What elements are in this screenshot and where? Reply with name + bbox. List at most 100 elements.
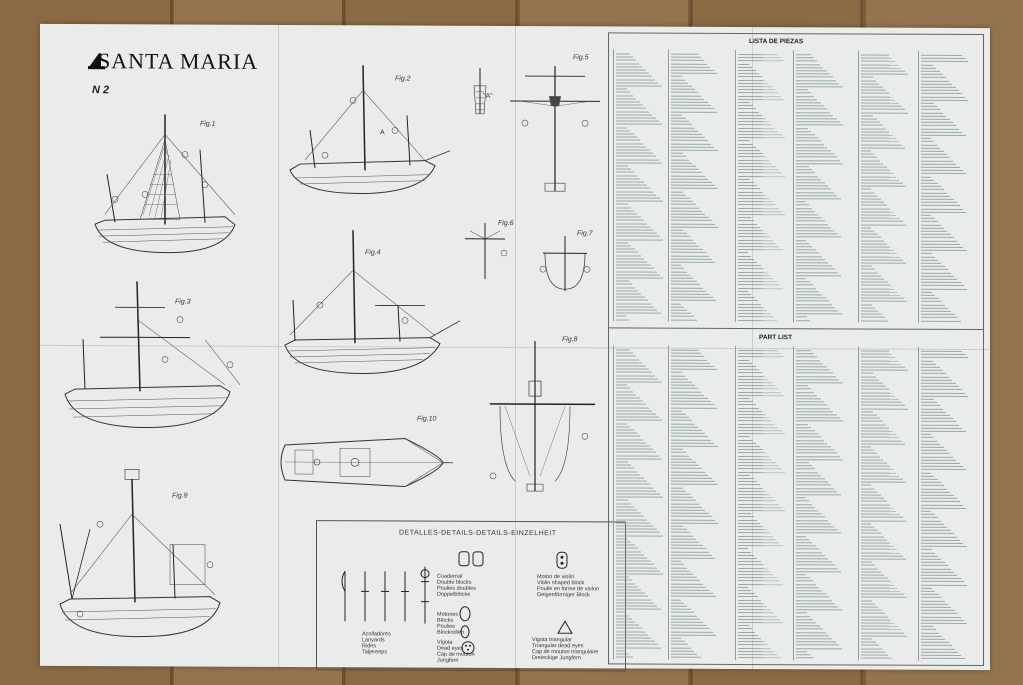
table-text-line <box>921 109 940 111</box>
lista-de-piezas-table <box>613 49 979 323</box>
table-text-line <box>738 236 770 238</box>
table-text-line <box>921 285 964 287</box>
table-text-line <box>616 381 662 383</box>
table-text-line <box>616 557 647 559</box>
table-text-line <box>861 424 886 426</box>
table-text-line <box>861 147 905 149</box>
table-text-line <box>616 627 642 629</box>
table-text-line <box>738 319 777 321</box>
table-text-line <box>796 571 841 573</box>
table-text-line <box>921 462 960 464</box>
table-text-line <box>921 153 947 156</box>
table-text-line <box>671 188 718 190</box>
table-text-line <box>921 230 947 232</box>
table-text-line <box>796 430 815 432</box>
table-text-line <box>796 356 817 358</box>
table-text-line <box>616 618 632 620</box>
table-text-line <box>861 198 881 200</box>
table-text-line <box>861 603 875 605</box>
table-text-line <box>796 191 834 193</box>
table-text-line <box>738 277 773 280</box>
table-text-line <box>796 182 825 184</box>
table-text-line <box>861 507 893 509</box>
table-text-line <box>921 600 945 602</box>
table-text-line <box>671 258 712 260</box>
table-text-line <box>738 497 773 499</box>
table-text-line <box>738 477 754 480</box>
caption-line: Doppelblöcke <box>437 591 471 598</box>
table-text-line <box>616 477 644 479</box>
table-text-line <box>921 304 945 306</box>
table-text-line <box>796 609 842 611</box>
table-text-line <box>861 472 896 474</box>
table-text-line <box>671 653 697 655</box>
table-text-line <box>738 165 776 168</box>
table-text-line <box>671 236 690 238</box>
table-text-line <box>616 213 637 215</box>
table-text-line <box>921 433 931 436</box>
table-text-line <box>616 66 642 68</box>
table-text-line <box>796 63 820 65</box>
table-text-line <box>671 650 694 652</box>
table-text-line <box>738 60 784 62</box>
table-text-line <box>738 303 761 305</box>
table-text-line <box>671 271 687 273</box>
table-text-line <box>796 449 834 451</box>
table-text-line <box>738 401 753 403</box>
table-text-line <box>671 535 693 537</box>
table-text-line <box>738 108 756 110</box>
table-text-line <box>671 216 709 219</box>
table-text-line <box>861 316 885 319</box>
table-text-line <box>738 274 770 276</box>
table-text-line <box>738 484 760 486</box>
table-text-line <box>616 299 648 301</box>
table-text-line <box>616 656 633 658</box>
table-column-divider <box>858 50 859 323</box>
table-text-line <box>796 446 831 448</box>
table-text-line <box>738 650 774 652</box>
table-text-line <box>921 272 951 274</box>
ship-drawing-fig9 <box>59 468 221 638</box>
table-text-line <box>796 382 843 384</box>
table-text-line <box>921 121 953 124</box>
table-text-line <box>921 278 957 280</box>
table-text-line <box>921 507 966 509</box>
table-text-line <box>671 621 703 623</box>
table-text-line <box>616 245 631 247</box>
table-text-line <box>671 60 704 62</box>
table-text-line <box>861 561 872 563</box>
table-text-line <box>616 595 648 597</box>
table-text-line <box>796 436 821 438</box>
table-text-line <box>616 264 651 266</box>
table-text-line <box>796 411 833 413</box>
table-text-line <box>671 207 699 209</box>
table-text-line <box>921 96 965 98</box>
table-text-line <box>738 423 775 425</box>
table-text-line <box>921 256 935 258</box>
table-text-line <box>738 85 772 88</box>
table-text-line <box>921 549 932 551</box>
table-text-line <box>861 64 898 66</box>
table-text-line <box>861 169 890 171</box>
table-text-line <box>861 475 899 477</box>
table-text-line <box>671 296 713 299</box>
table-text-line <box>616 168 631 170</box>
table-text-line <box>671 56 701 58</box>
table-text-line <box>861 131 889 133</box>
table-text-line <box>616 130 630 132</box>
table-text-line <box>671 284 700 286</box>
table-text-line <box>796 519 828 521</box>
table-text-line <box>861 465 890 467</box>
table-text-line <box>796 478 825 480</box>
table-text-line <box>796 169 812 171</box>
table-text-line <box>616 315 626 317</box>
table-text-line <box>738 410 762 412</box>
table-text-line <box>861 404 905 407</box>
table-text-line <box>861 211 893 213</box>
table-text-line <box>796 644 839 646</box>
table-text-line <box>616 287 635 289</box>
table-text-line <box>796 131 811 133</box>
table-text-line <box>671 197 690 199</box>
table-text-line <box>796 70 827 72</box>
table-text-line <box>616 647 661 649</box>
